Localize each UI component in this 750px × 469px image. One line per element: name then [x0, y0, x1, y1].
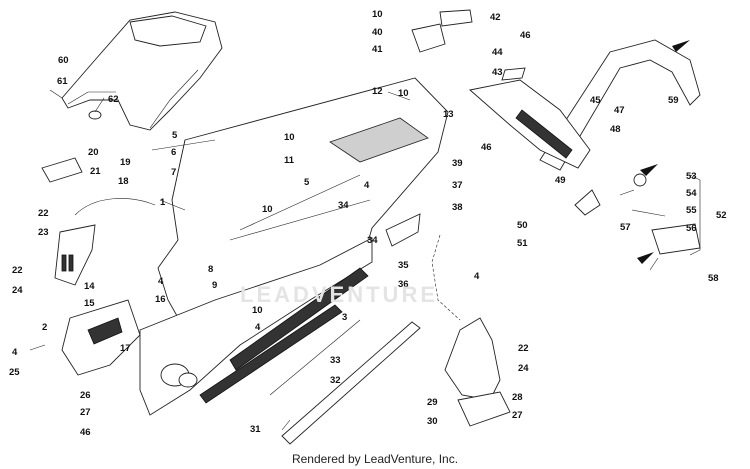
direction-arrows: [637, 40, 690, 264]
tunnel-chassis: [157, 77, 449, 361]
long-rail: [269, 319, 421, 445]
callout-20: 20: [88, 147, 99, 158]
callout-12: 12: [372, 86, 383, 97]
callout-57: 57: [620, 222, 631, 233]
callout-10e: 10: [252, 305, 263, 316]
callout-4c: 4: [158, 276, 164, 287]
callout-labels: 60 61 62 10 40 41 42 46 44 43 12 10 13 4…: [9, 9, 727, 438]
callout-50: 50: [517, 220, 528, 231]
right-footrest: [444, 317, 511, 427]
callout-11: 11: [284, 155, 295, 166]
callout-30: 30: [427, 416, 438, 427]
callout-44: 44: [492, 47, 503, 58]
callout-48: 48: [610, 124, 621, 135]
left-brackets: [41, 157, 156, 286]
callout-39: 39: [452, 158, 463, 169]
callout-61: 61: [57, 76, 68, 87]
callout-32: 32: [330, 375, 341, 386]
callout-14: 14: [84, 281, 95, 292]
callout-13: 13: [443, 109, 454, 120]
callout-31: 31: [250, 424, 261, 435]
callout-49: 49: [555, 175, 566, 186]
callout-15: 15: [84, 298, 95, 309]
callout-27b: 27: [512, 410, 523, 421]
callout-45: 45: [590, 95, 601, 106]
rear-light-housing: [469, 67, 591, 169]
callout-22c: 22: [518, 343, 529, 354]
callout-5: 5: [172, 130, 178, 141]
callout-7: 7: [171, 167, 176, 178]
callout-60: 60: [58, 55, 69, 66]
callout-22b: 22: [12, 265, 23, 276]
side-bracket: [385, 213, 461, 321]
callout-10c: 10: [284, 132, 295, 143]
callout-46: 46: [520, 30, 531, 41]
callout-46b: 46: [481, 142, 492, 153]
callout-54: 54: [686, 188, 697, 199]
callout-17: 17: [120, 343, 131, 354]
callout-28: 28: [512, 392, 523, 403]
callout-62: 62: [108, 94, 119, 105]
callout-41: 41: [372, 44, 383, 55]
callout-5b: 5: [304, 177, 310, 188]
callout-9: 9: [212, 280, 217, 291]
callout-42: 42: [490, 12, 501, 23]
callout-23: 23: [38, 227, 49, 238]
callout-36: 36: [398, 279, 409, 290]
callout-4b: 4: [474, 271, 480, 282]
callout-25: 25: [9, 367, 20, 378]
callout-26: 26: [80, 390, 91, 401]
callout-40: 40: [372, 27, 383, 38]
callout-53: 53: [686, 171, 697, 182]
callout-34b: 34: [367, 235, 378, 246]
callout-10: 10: [372, 9, 383, 20]
callout-4e: 4: [12, 347, 18, 358]
callout-35: 35: [398, 260, 409, 271]
callout-37: 37: [452, 180, 463, 191]
callout-16: 16: [155, 294, 166, 305]
watermark: LEADVENTURE: [240, 282, 439, 307]
callout-58: 58: [708, 273, 719, 284]
rear-top-bracket: [411, 9, 473, 53]
rear-seat-assembly: [61, 11, 223, 131]
callout-18: 18: [118, 176, 129, 187]
callout-4: 4: [364, 180, 370, 191]
callout-24: 24: [12, 285, 23, 296]
front-bulkhead: [61, 299, 141, 376]
callout-55: 55: [686, 205, 697, 216]
callout-34: 34: [338, 200, 349, 211]
leader-lines: [29, 89, 701, 431]
callout-8: 8: [208, 264, 213, 275]
callout-29: 29: [427, 397, 438, 408]
callout-46c: 46: [80, 427, 91, 438]
callout-27: 27: [80, 407, 91, 418]
callout-43: 43: [492, 67, 503, 78]
callout-6: 6: [171, 147, 176, 158]
callout-1: 1: [160, 197, 166, 208]
callout-2: 2: [42, 322, 47, 333]
callout-59: 59: [668, 95, 679, 106]
callout-10b: 10: [398, 88, 409, 99]
callout-47: 47: [614, 105, 625, 116]
callout-56: 56: [686, 223, 697, 234]
callout-3: 3: [342, 312, 347, 323]
callout-10d: 10: [262, 204, 273, 215]
callout-33: 33: [330, 355, 341, 366]
running-board: [139, 237, 373, 416]
callout-19: 19: [120, 157, 131, 168]
callout-38: 38: [452, 202, 463, 213]
callout-22: 22: [38, 208, 49, 219]
footer-credit: Rendered by LeadVenture, Inc.: [291, 452, 459, 466]
callout-52: 52: [716, 210, 727, 221]
callout-24b: 24: [518, 363, 529, 374]
callout-4d: 4: [255, 322, 261, 333]
callout-21: 21: [90, 166, 101, 177]
callout-51: 51: [517, 238, 528, 249]
